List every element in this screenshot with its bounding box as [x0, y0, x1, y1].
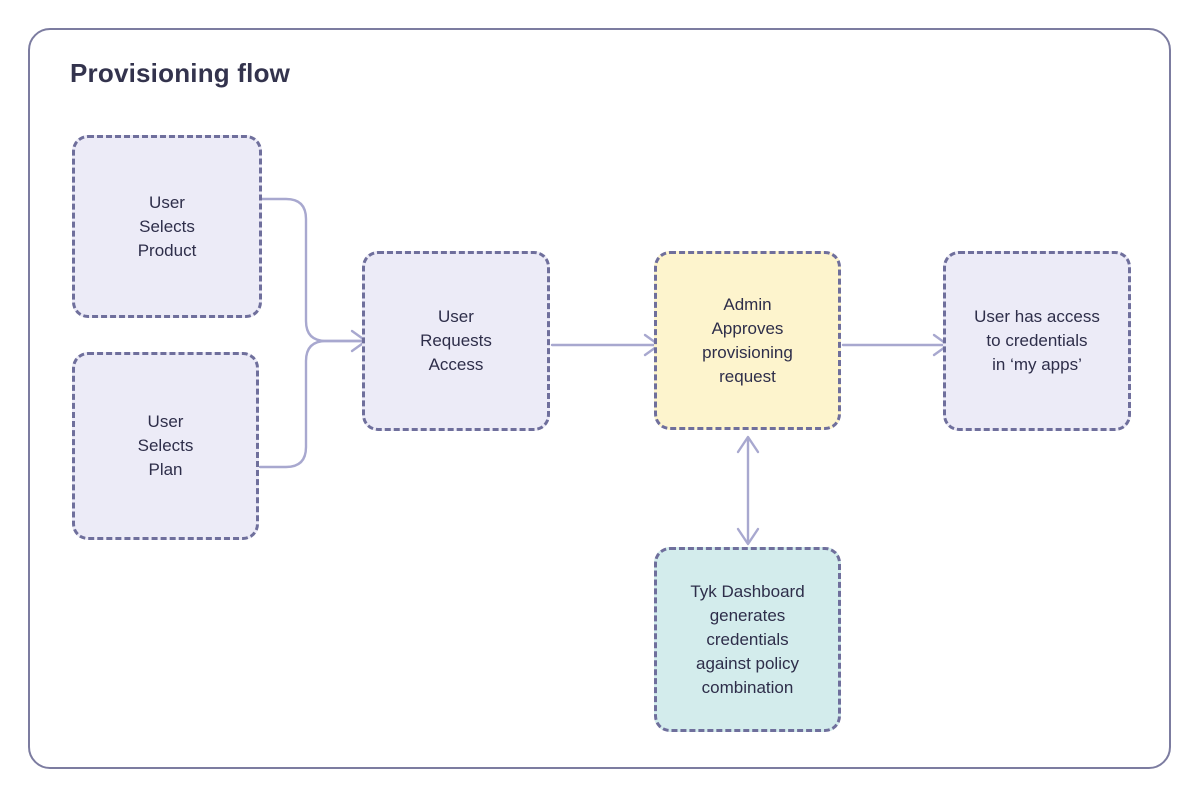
flow-node-label: User has access to credentials in ‘my ap…	[974, 307, 1100, 374]
flow-node-label: Tyk Dashboard generates credentials agai…	[690, 581, 805, 697]
flow-node-label: User Requests Access	[420, 307, 492, 374]
flow-node-user-selects-product[interactable]: User Selects Product	[72, 135, 262, 318]
flow-node-label: User Selects Plan	[137, 412, 194, 479]
flow-node-user-requests-access[interactable]: User Requests Access	[362, 251, 550, 431]
flow-node-user-selects-plan[interactable]: User Selects Plan	[72, 352, 259, 540]
flow-frame	[28, 28, 1171, 769]
flow-node-admin-approves[interactable]: Admin Approves provisioning request	[654, 251, 841, 430]
flow-node-tyk-dashboard[interactable]: Tyk Dashboard generates credentials agai…	[654, 547, 841, 732]
flow-node-label: User Selects Product	[137, 192, 197, 260]
diagram-title: Provisioning flow	[70, 58, 291, 88]
flow-node-label: Admin Approves provisioning request	[702, 294, 793, 386]
flow-node-user-has-access[interactable]: User has access to credentials in ‘my ap…	[943, 251, 1131, 431]
